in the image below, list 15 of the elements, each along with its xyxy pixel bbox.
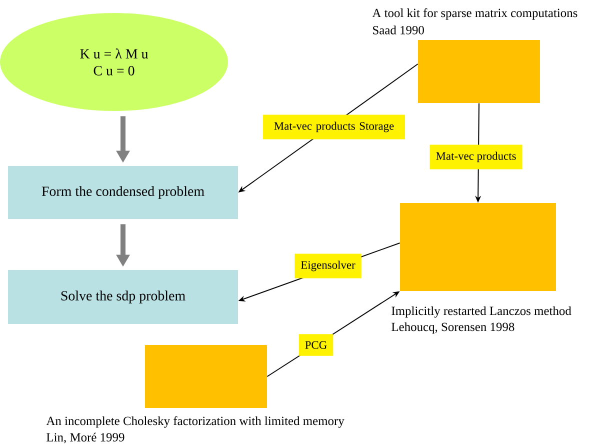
caption-text: A tool kit for sparse matrix computations [372, 8, 578, 20]
edge-label: Mat-vec products Storage [263, 114, 405, 140]
module-box [418, 40, 540, 103]
edge-label: Mat-vec products [430, 144, 522, 170]
process-box: Form the condensed problem [8, 166, 238, 219]
process-box: Solve the sdp problem [8, 270, 238, 324]
caption-text: Saad 1990 [373, 26, 424, 34]
module-box [145, 345, 267, 408]
caption-text: Lehoucq, Sorensen 1998 [392, 322, 514, 334]
caption-text: Lin, Moré 1999 [46, 432, 124, 444]
edge-label: Eigensolver [294, 254, 362, 278]
module-box [400, 203, 556, 291]
caption-text: Implicitly restarted Lanczos method [392, 306, 572, 318]
edge-label: PCG [298, 334, 334, 356]
caption-text: An incomplete Cholesky factorization with limited memory [46, 416, 344, 428]
